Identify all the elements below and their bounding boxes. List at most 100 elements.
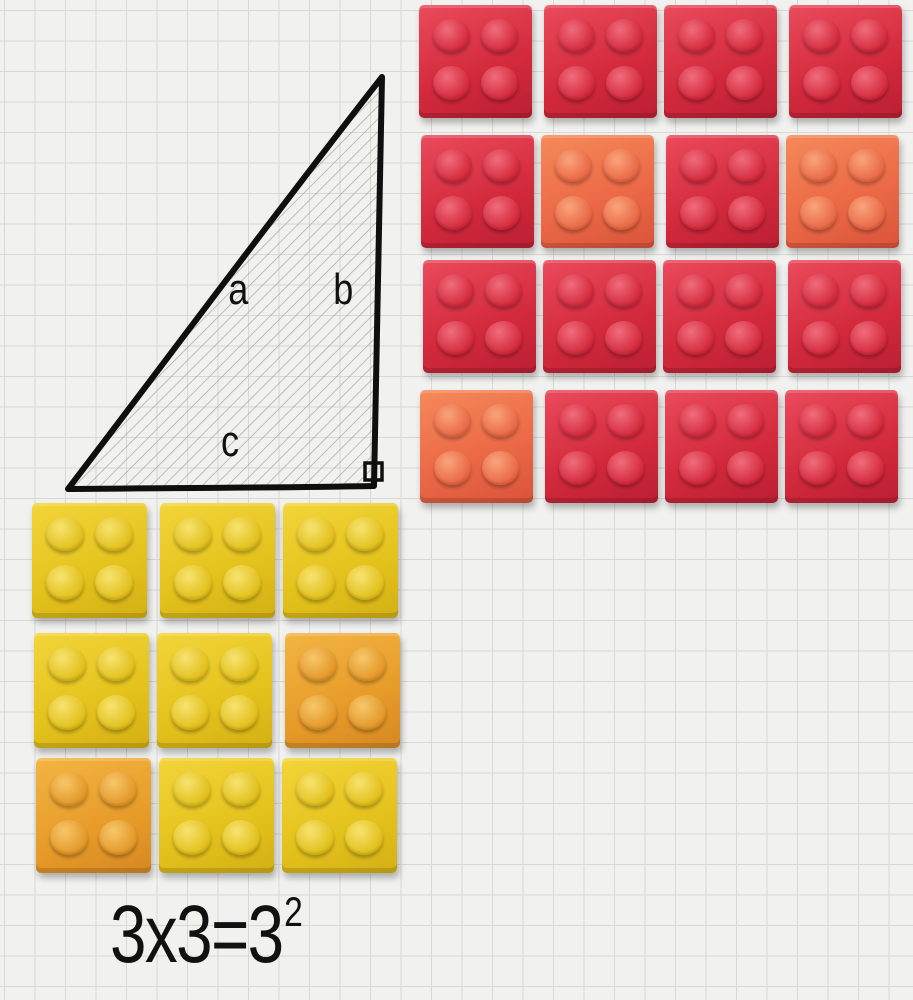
brick-stud [223, 517, 261, 552]
brick-stud [482, 451, 519, 485]
brick-stud [434, 404, 471, 438]
yellow-brick [36, 758, 151, 873]
brick-stud [171, 647, 209, 682]
yellow-brick [32, 503, 147, 618]
brick-stud [848, 196, 885, 230]
brick-stud [603, 149, 640, 183]
brick-stud [296, 772, 334, 807]
brick-stud [299, 647, 337, 682]
brick-stud [726, 19, 763, 53]
brick-stud [728, 149, 765, 183]
brick-stud [799, 404, 836, 438]
brick-stud [48, 647, 86, 682]
brick-stud [437, 274, 474, 308]
brick-stud [435, 196, 472, 230]
brick-stud [848, 149, 885, 183]
brick-stud [678, 66, 715, 100]
brick-stud [174, 565, 212, 600]
brick-stud [95, 565, 133, 600]
brick-stud [345, 820, 383, 855]
red-brick [543, 260, 656, 373]
brick-stud [725, 321, 762, 355]
brick-stud [97, 695, 135, 730]
brick-stud [727, 404, 764, 438]
brick-stud [606, 19, 643, 53]
yellow-brick [157, 633, 272, 748]
brick-stud [50, 820, 88, 855]
brick-stud [348, 647, 386, 682]
equation-exponent: 2 [284, 888, 301, 935]
brick-stud [800, 149, 837, 183]
brick-stud [297, 565, 335, 600]
brick-stud [99, 820, 137, 855]
red-brick [663, 260, 776, 373]
brick-stud [725, 274, 762, 308]
side-label-b: b [333, 268, 353, 312]
brick-stud [485, 321, 522, 355]
red-brick [664, 5, 777, 118]
red-brick [421, 135, 534, 248]
red-brick [789, 5, 902, 118]
red-brick [785, 390, 898, 503]
brick-stud [847, 451, 884, 485]
brick-stud [220, 695, 258, 730]
brick-stud [437, 321, 474, 355]
brick-stud [557, 321, 594, 355]
brick-stud [99, 772, 137, 807]
brick-stud [603, 196, 640, 230]
brick-stud [348, 695, 386, 730]
brick-stud [679, 404, 716, 438]
brick-stud [46, 517, 84, 552]
brick-stud [483, 149, 520, 183]
brick-stud [607, 451, 644, 485]
brick-stud [677, 274, 714, 308]
brick-stud [296, 820, 334, 855]
brick-stud [558, 66, 595, 100]
brick-stud [434, 451, 471, 485]
red-brick [545, 390, 658, 503]
brick-stud [223, 565, 261, 600]
brick-stud [851, 66, 888, 100]
yellow-brick [34, 633, 149, 748]
brick-stud [171, 695, 209, 730]
brick-stud [559, 451, 596, 485]
side-label-c: c [221, 420, 239, 464]
brick-stud [677, 321, 714, 355]
brick-stud [802, 321, 839, 355]
brick-stud [680, 196, 717, 230]
yellow-brick [282, 758, 397, 873]
brick-stud [220, 647, 258, 682]
brick-stud [803, 19, 840, 53]
brick-stud [726, 66, 763, 100]
brick-stud [433, 19, 470, 53]
brick-stud [48, 695, 86, 730]
red-brick [423, 260, 536, 373]
brick-stud [346, 565, 384, 600]
red-brick [544, 5, 657, 118]
brick-stud [679, 451, 716, 485]
brick-stud [173, 820, 211, 855]
brick-stud [851, 19, 888, 53]
yellow-brick [283, 503, 398, 618]
equation-base: 3x3=3 [110, 889, 283, 980]
brick-stud [481, 66, 518, 100]
red-brick [786, 135, 899, 248]
brick-stud [95, 517, 133, 552]
brick-stud [800, 196, 837, 230]
brick-stud [297, 517, 335, 552]
brick-stud [727, 451, 764, 485]
brick-stud [174, 517, 212, 552]
brick-stud [482, 404, 519, 438]
brick-stud [346, 517, 384, 552]
yellow-brick [159, 758, 274, 873]
brick-stud [606, 66, 643, 100]
brick-stud [558, 19, 595, 53]
brick-stud [481, 19, 518, 53]
brick-stud [485, 274, 522, 308]
red-brick [666, 135, 779, 248]
red-brick [788, 260, 901, 373]
brick-stud [173, 772, 211, 807]
brick-stud [222, 820, 260, 855]
brick-stud [850, 321, 887, 355]
brick-stud [847, 404, 884, 438]
